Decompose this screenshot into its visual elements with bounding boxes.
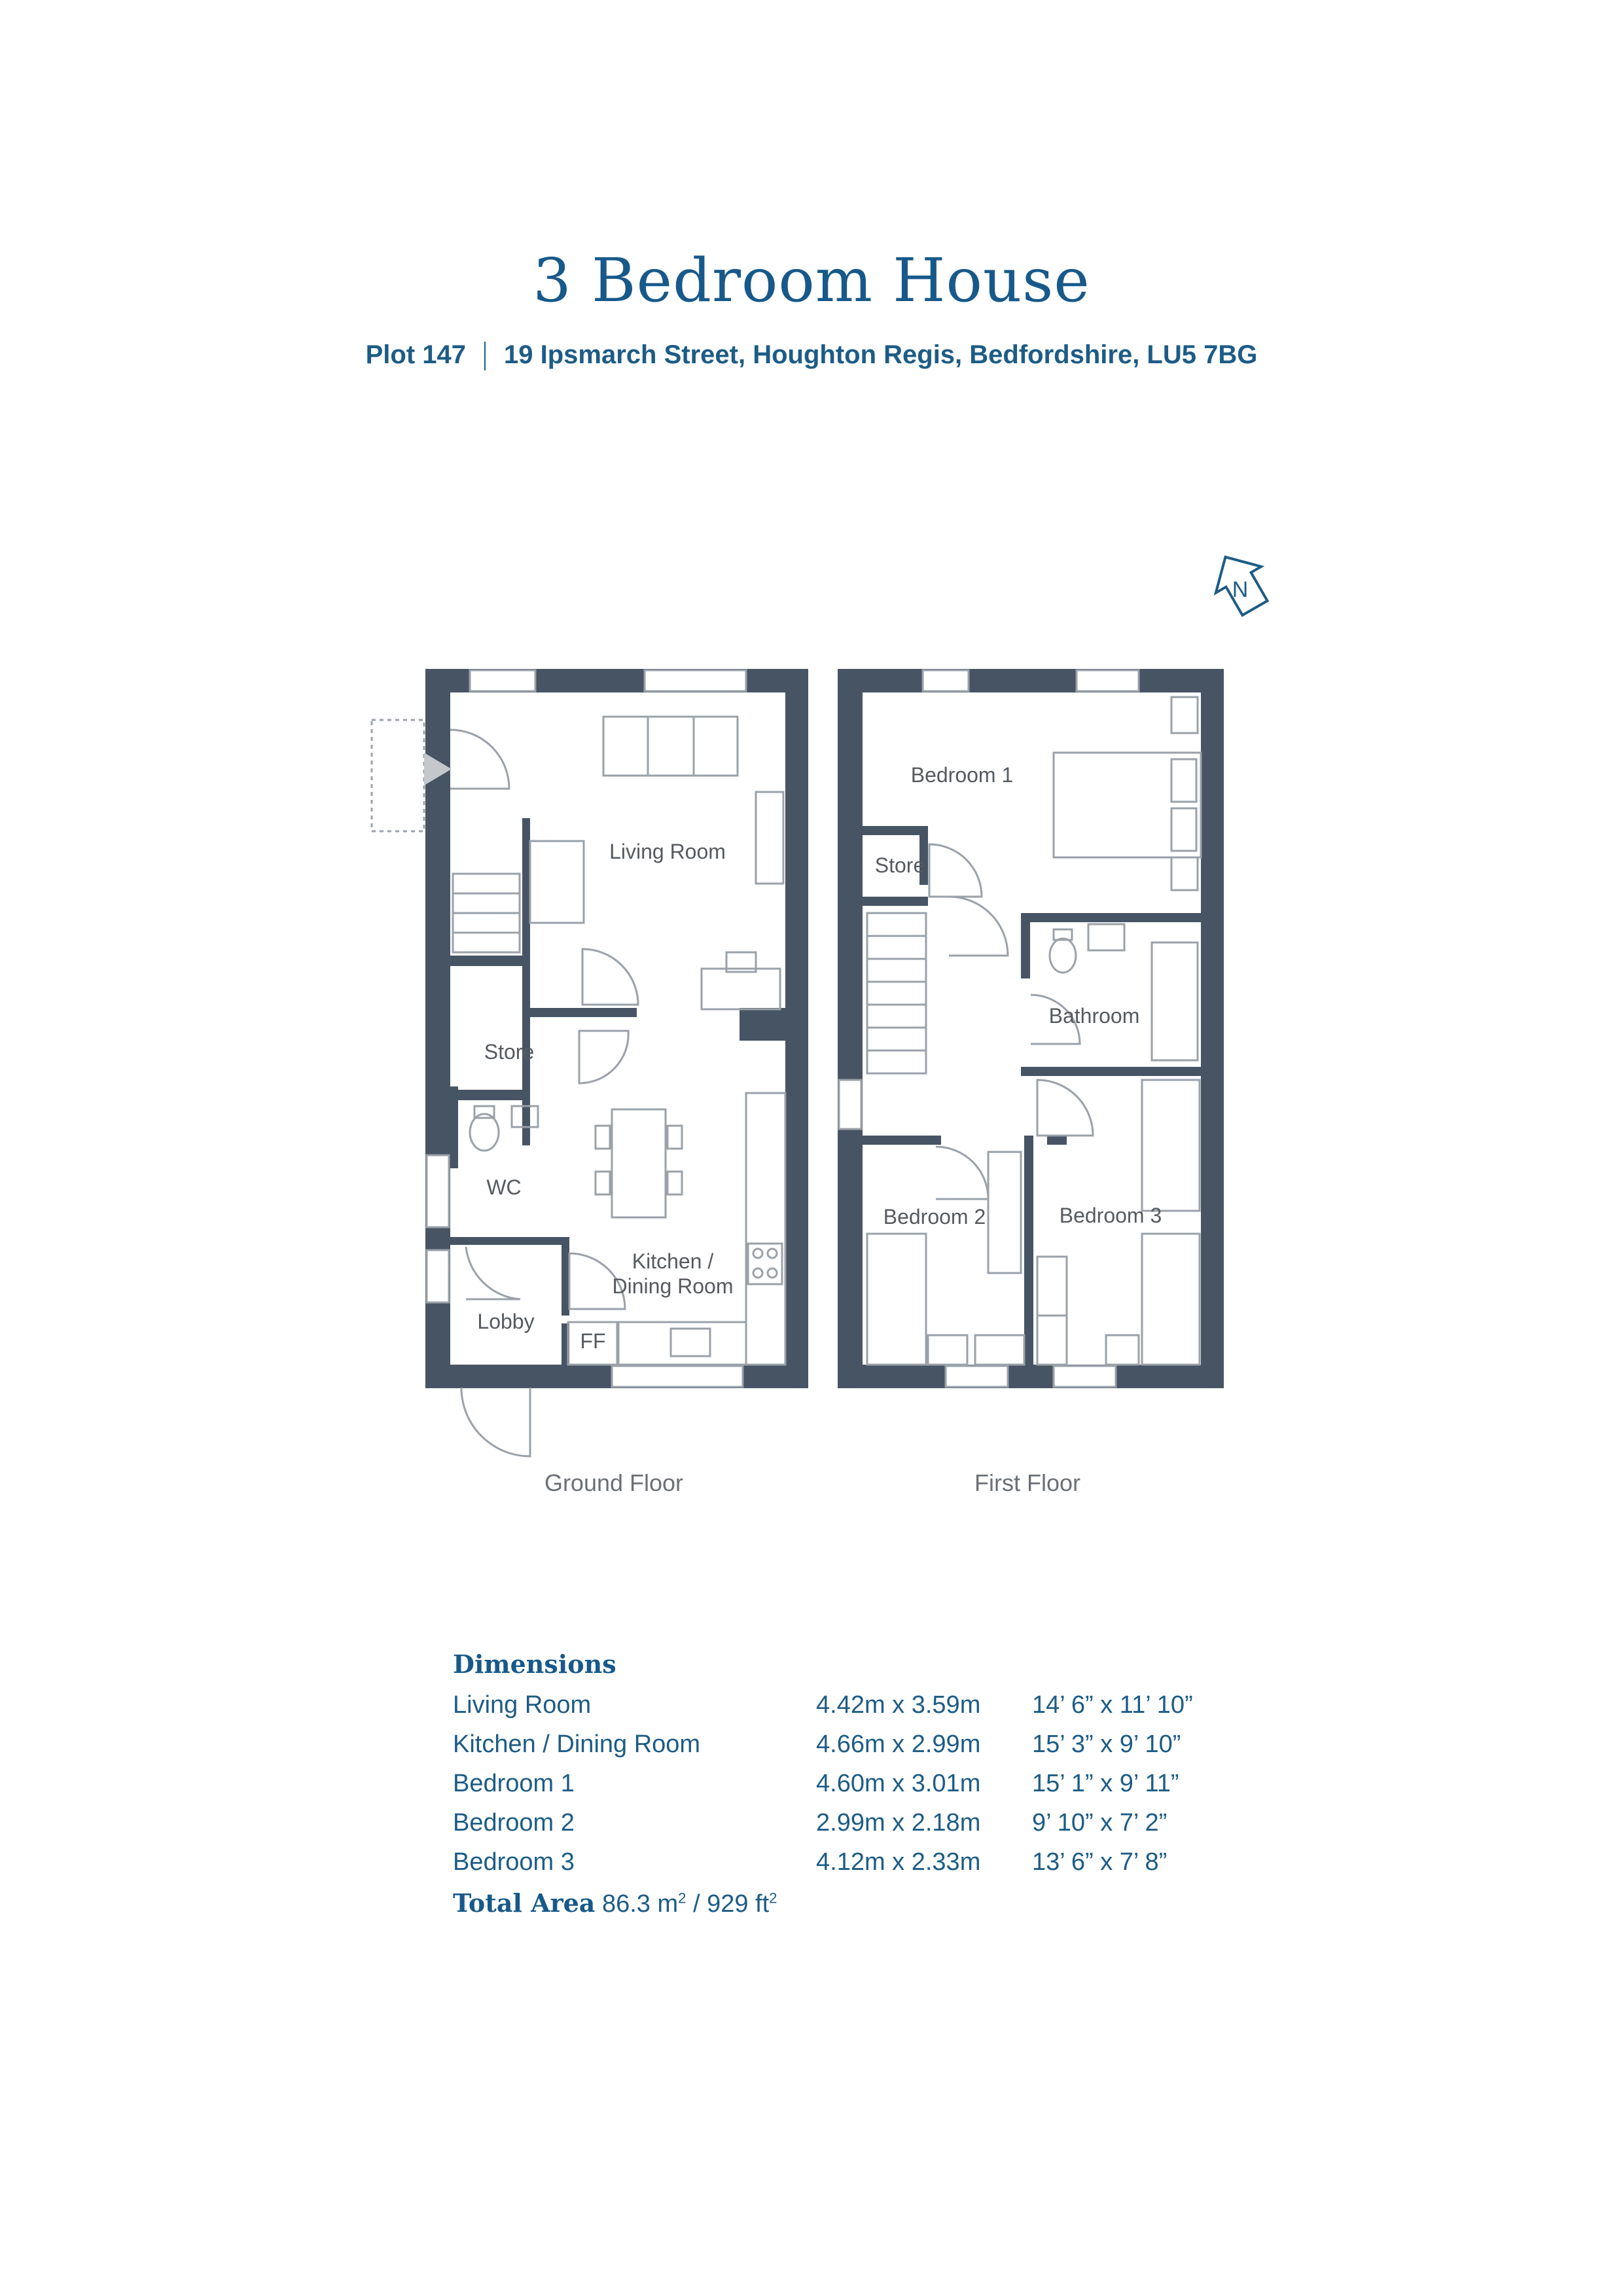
dimension-imperial: 9’ 10” x 7’ 2” <box>1032 1809 1168 1837</box>
superscript: 2 <box>769 1890 777 1907</box>
dimension-row: Living Room 4.42m x 3.59m 14’ 6” x 11’ 1… <box>453 1685 1304 1725</box>
fridge-freezer-label: FF <box>580 1329 605 1353</box>
separator <box>484 342 486 371</box>
dimension-row: Bedroom 3 4.12m x 2.33m 13’ 6” x 7’ 8” <box>453 1842 1304 1882</box>
floor-plans: N <box>370 555 1270 1496</box>
ground-floor-caption: Ground Floor <box>544 1469 683 1496</box>
dimension-row: Bedroom 1 4.60m x 3.01m 15’ 1” x 9’ 11” <box>453 1764 1304 1803</box>
room-lobby: Lobby <box>477 1310 534 1333</box>
dimension-room: Bedroom 2 <box>453 1809 575 1837</box>
dimension-row: Bedroom 2 2.99m x 2.18m 9’ 10” x 7’ 2” <box>453 1803 1304 1842</box>
address-line: Plot 147 19 Ipsmarch Street, Houghton Reg… <box>0 340 1623 371</box>
dimension-metric: 4.66m x 2.99m <box>816 1731 981 1758</box>
dimension-imperial: 13’ 6” x 7’ 8” <box>1032 1848 1168 1876</box>
total-area-separator: / <box>686 1890 707 1918</box>
room-store-ground: Store <box>484 1040 534 1064</box>
plot-number: Plot 147 <box>365 340 467 369</box>
dimension-imperial: 15’ 3” x 9’ 10” <box>1032 1731 1181 1758</box>
page-title: 3 Bedroom House <box>533 245 1090 315</box>
room-wc: WC <box>486 1175 521 1199</box>
room-bedroom-1: Bedroom 1 <box>911 763 1014 787</box>
north-compass-icon: N <box>1213 555 1270 617</box>
dimension-row: Kitchen / Dining Room 4.66m x 2.99m 15’ … <box>453 1725 1304 1764</box>
room-bathroom: Bathroom <box>1049 1004 1140 1028</box>
dimension-imperial: 15’ 1” x 9’ 11” <box>1032 1770 1179 1797</box>
dimension-metric: 2.99m x 2.18m <box>816 1809 981 1837</box>
compass-label: N <box>1232 577 1249 602</box>
room-kitchen-line2: Dining Room <box>613 1274 734 1298</box>
first-floor-plan: Bedroom 1 Store Bathroom Bedroom 2 Bedro… <box>838 669 1224 1496</box>
total-area: Total Area 86.3 m2 / 929 ft2 <box>453 1888 1304 1918</box>
room-store-first: Store <box>875 853 925 877</box>
room-bedroom-2: Bedroom 2 <box>883 1205 986 1229</box>
room-living: Living Room <box>609 840 726 863</box>
dimension-room: Bedroom 1 <box>453 1770 575 1797</box>
first-floor-caption: First Floor <box>974 1469 1080 1496</box>
dimensions-heading: Dimensions <box>453 1649 616 1679</box>
ground-floor-plan: Living Room Store WC Kitchen / Dining Ro… <box>370 669 808 1496</box>
dimension-metric: 4.60m x 3.01m <box>816 1770 981 1797</box>
dimensions-table: Dimensions Living Room 4.42m x 3.59m 14’… <box>453 1649 1304 1918</box>
room-kitchen-line1: Kitchen / <box>632 1249 714 1273</box>
dimension-metric: 4.42m x 3.59m <box>816 1691 981 1719</box>
windows <box>425 669 747 1388</box>
dimension-room: Bedroom 3 <box>453 1848 575 1876</box>
total-area-metric: 86.3 m <box>601 1890 679 1918</box>
total-area-imperial: 929 ft <box>707 1890 770 1918</box>
superscript: 2 <box>678 1890 687 1907</box>
dimension-room: Living Room <box>453 1691 592 1719</box>
total-area-label: Total Area <box>453 1888 596 1918</box>
dimension-metric: 4.12m x 2.33m <box>816 1848 981 1876</box>
dimension-room: Kitchen / Dining Room <box>453 1731 701 1758</box>
address: 19 Ipsmarch Street, Houghton Regis, Bedf… <box>504 340 1258 369</box>
dimension-imperial: 14’ 6” x 11’ 10” <box>1032 1691 1193 1719</box>
room-bedroom-3: Bedroom 3 <box>1060 1204 1162 1227</box>
